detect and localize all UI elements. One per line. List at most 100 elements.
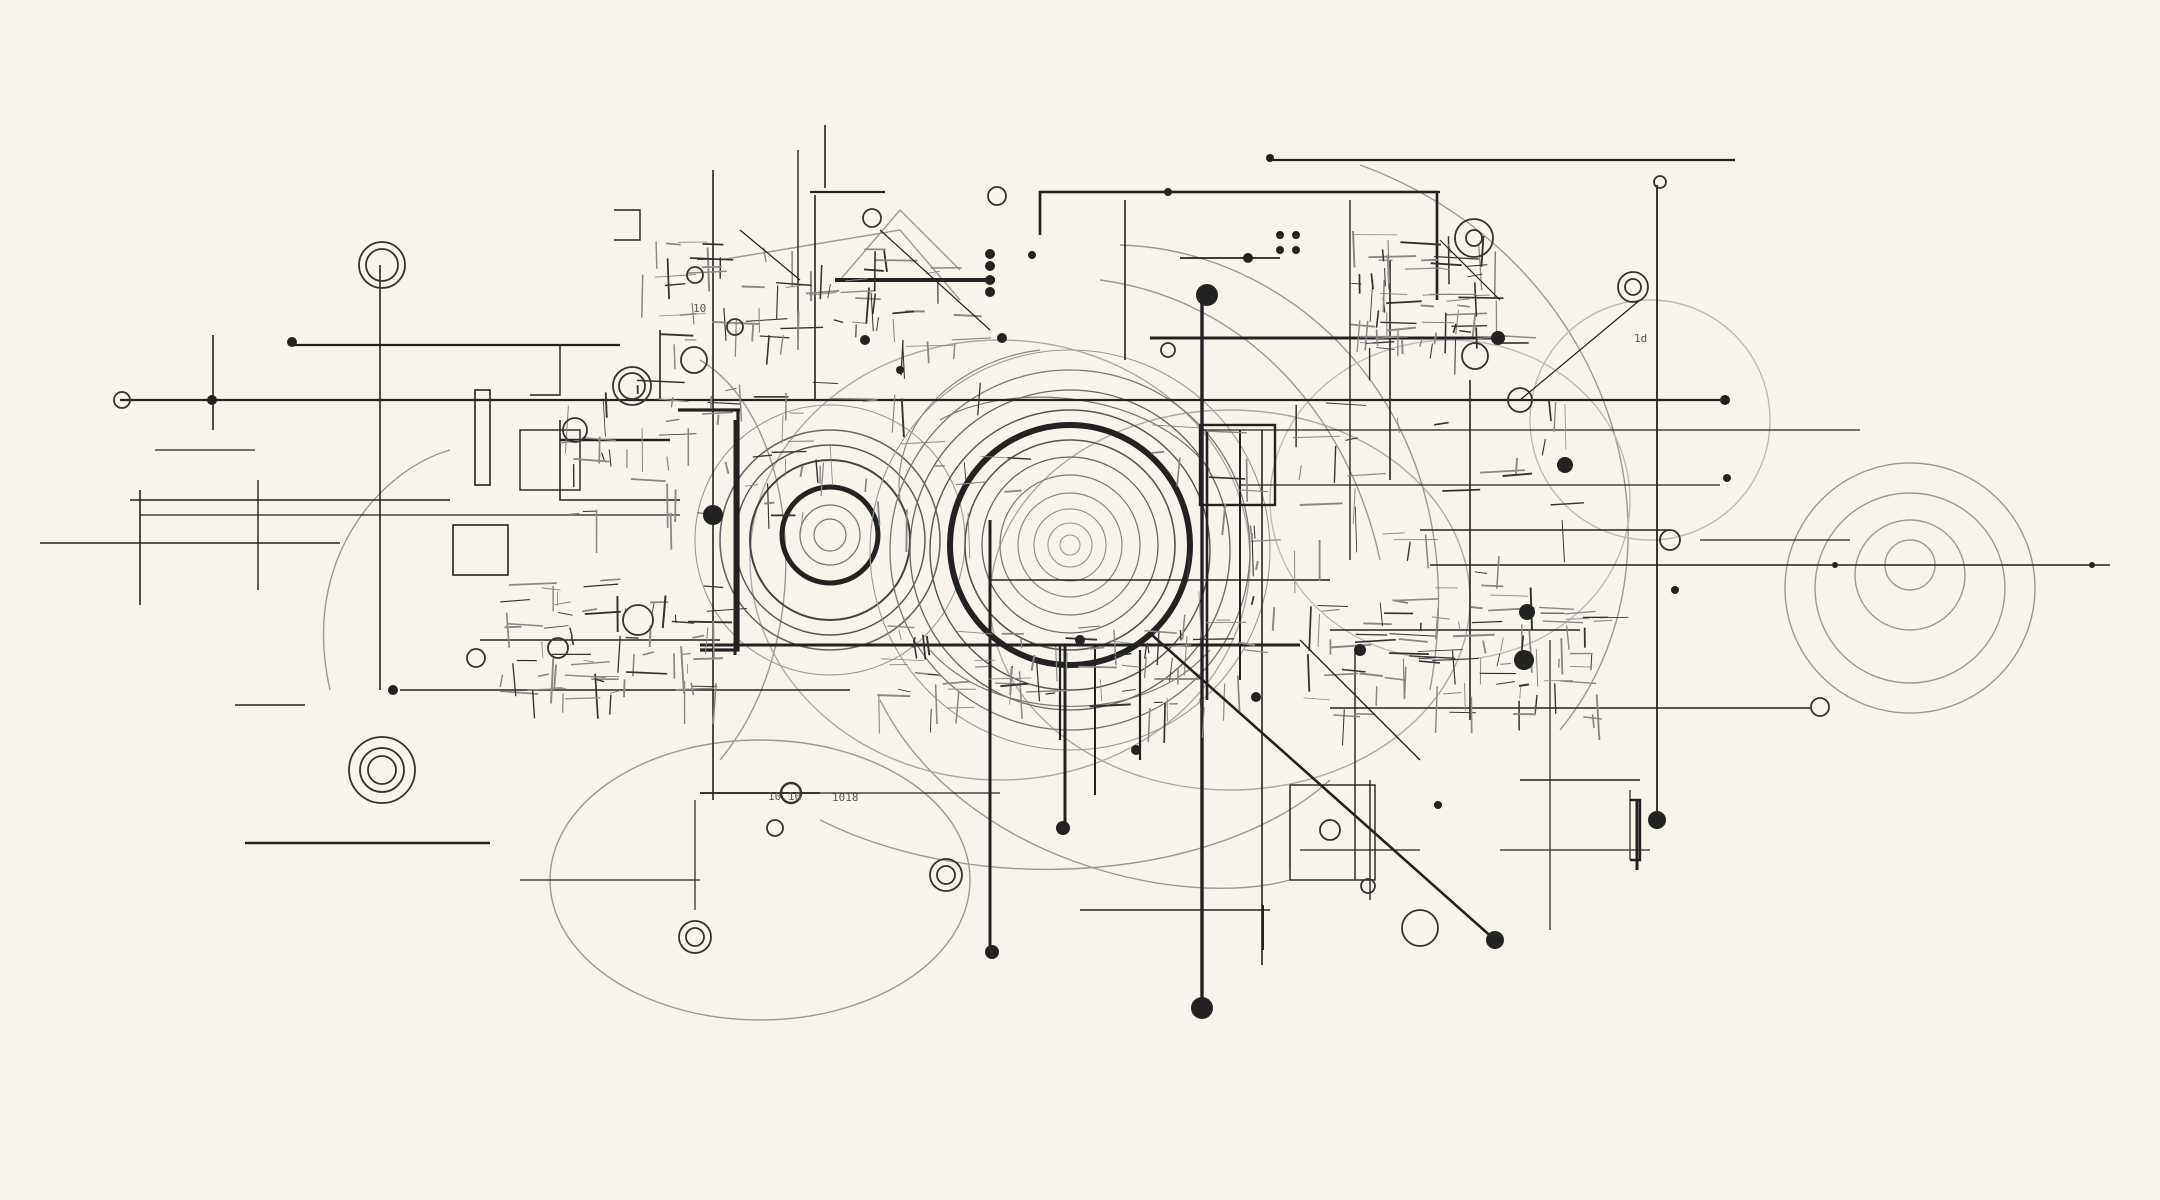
hatch-stroke-134 bbox=[1251, 533, 1254, 577]
hatch-stroke-485 bbox=[1475, 327, 1478, 349]
hatch-stroke-159 bbox=[1030, 654, 1036, 671]
hatch-stroke-411 bbox=[664, 282, 686, 287]
ring-small-18 bbox=[726, 318, 744, 336]
hatch-stroke-108 bbox=[1560, 638, 1564, 675]
hatch-stroke-125 bbox=[1250, 596, 1255, 605]
hatch-stroke-346 bbox=[1500, 637, 1504, 652]
hatch-stroke-446 bbox=[1350, 323, 1376, 328]
hatch-stroke-430 bbox=[1433, 332, 1438, 345]
node-dot-34 bbox=[1243, 253, 1253, 263]
hatch-stroke-273 bbox=[509, 582, 557, 586]
hatch-stroke-173 bbox=[1244, 649, 1268, 654]
hatch-stroke-100 bbox=[1317, 614, 1321, 648]
hatch-stroke-44 bbox=[716, 414, 720, 425]
left-box-2 bbox=[474, 389, 491, 486]
hatch-stroke-199 bbox=[887, 625, 915, 629]
node-dot-24 bbox=[1557, 457, 1573, 473]
hatch-stroke-34 bbox=[901, 440, 946, 445]
hatch-stroke-103 bbox=[1347, 472, 1386, 477]
hatch-stroke-259 bbox=[675, 687, 714, 691]
sweep-arc-3 bbox=[819, 779, 1331, 871]
hatch-stroke-482 bbox=[1433, 255, 1480, 260]
hatch-stroke-483 bbox=[1471, 314, 1477, 337]
hatch-stroke-104 bbox=[1406, 541, 1411, 561]
node-dot-21 bbox=[1276, 246, 1284, 254]
node-dot-25 bbox=[1491, 331, 1505, 345]
hatch-stroke-263 bbox=[712, 683, 717, 724]
hatch-stroke-274 bbox=[706, 608, 747, 612]
ring-small-8 bbox=[929, 858, 963, 892]
hatch-stroke-408 bbox=[690, 257, 734, 261]
hatch-stroke-328 bbox=[1560, 680, 1597, 685]
hatch-stroke-33 bbox=[781, 415, 784, 444]
hatch-stroke-335 bbox=[1443, 692, 1462, 695]
mid-box-1 bbox=[1198, 423, 1277, 507]
hatch-stroke-258 bbox=[564, 697, 601, 700]
hatch-stroke-214 bbox=[506, 622, 544, 627]
hatch-stroke-72 bbox=[1271, 607, 1276, 631]
node-dot-19 bbox=[1276, 231, 1284, 239]
big-right-arc bbox=[1359, 164, 1629, 731]
node-dot-37 bbox=[1131, 745, 1141, 755]
node-dot-15 bbox=[985, 249, 995, 259]
hatch-stroke-66 bbox=[602, 398, 606, 437]
main-lens-ring-outer-faint bbox=[869, 349, 1271, 751]
hatch-stroke-277 bbox=[499, 674, 504, 688]
node-dot-1 bbox=[1191, 997, 1213, 1019]
hatch-stroke-136 bbox=[1308, 606, 1312, 651]
hatch-stroke-409 bbox=[751, 323, 755, 342]
hatch-stroke-349 bbox=[1306, 654, 1311, 692]
node-dot-29 bbox=[2089, 562, 2095, 568]
node-dot-20 bbox=[1292, 231, 1300, 239]
hatch-stroke-298 bbox=[1500, 662, 1511, 665]
hatch-stroke-462 bbox=[1480, 235, 1485, 267]
hatch-stroke-16 bbox=[630, 478, 666, 483]
node-dot-36 bbox=[1354, 644, 1366, 656]
hatch-stroke-60 bbox=[812, 381, 838, 384]
hatch-stroke-256 bbox=[674, 614, 677, 623]
hatch-stroke-412 bbox=[902, 343, 906, 379]
hatch-stroke-438 bbox=[1465, 264, 1488, 268]
node-dot-18 bbox=[985, 287, 995, 297]
hatch-stroke-105 bbox=[1251, 539, 1281, 542]
hatch-stroke-414 bbox=[905, 344, 954, 347]
hatch-stroke-86 bbox=[1206, 430, 1247, 434]
hatch-stroke-260 bbox=[500, 599, 530, 603]
hatch-stroke-416 bbox=[819, 264, 823, 300]
hatch-stroke-457 bbox=[1429, 343, 1433, 359]
hatch-stroke-476 bbox=[1447, 243, 1452, 254]
hatch-stroke-88 bbox=[1151, 450, 1165, 454]
hatch-stroke-153 bbox=[912, 639, 918, 659]
ring-bottom-left-core bbox=[367, 755, 397, 785]
hatch-stroke-143 bbox=[1237, 641, 1256, 647]
hatch-stroke-245 bbox=[532, 690, 536, 719]
hatch-stroke-52 bbox=[670, 396, 674, 408]
hatch-stroke-224 bbox=[512, 663, 517, 697]
main-lens-ring-d bbox=[964, 439, 1176, 651]
node-dot-8 bbox=[1196, 284, 1218, 306]
node-dot-32 bbox=[860, 335, 870, 345]
ring-small-5 bbox=[547, 637, 569, 659]
node-dot-13 bbox=[1266, 154, 1274, 162]
upper-arc bbox=[1119, 244, 1440, 691]
hatch-stroke-163 bbox=[925, 635, 931, 656]
hatch-stroke-469 bbox=[1446, 298, 1470, 302]
node-dot-23 bbox=[1028, 251, 1036, 259]
hatch-stroke-395 bbox=[741, 285, 765, 289]
ring-small-6 bbox=[466, 648, 486, 668]
hatch-stroke-208 bbox=[1000, 682, 1028, 688]
hatch-stroke-449 bbox=[1419, 338, 1423, 347]
ring-small-1 bbox=[612, 366, 652, 406]
hatch-stroke-233 bbox=[570, 636, 575, 646]
hatch-stroke-377 bbox=[883, 250, 888, 273]
left-lens-ring-1 bbox=[719, 429, 941, 651]
hatch-stroke-63 bbox=[820, 462, 825, 496]
main-lens-ring-h bbox=[1033, 508, 1107, 582]
hatch-stroke-279 bbox=[538, 673, 549, 678]
right-ring-outer bbox=[1784, 462, 2036, 714]
hatch-stroke-281 bbox=[1518, 683, 1530, 687]
hatch-stroke-135 bbox=[1474, 571, 1488, 574]
ring-small-26 bbox=[779, 781, 803, 805]
hatch-stroke-177 bbox=[1121, 664, 1140, 668]
hatch-stroke-151 bbox=[1163, 702, 1166, 743]
